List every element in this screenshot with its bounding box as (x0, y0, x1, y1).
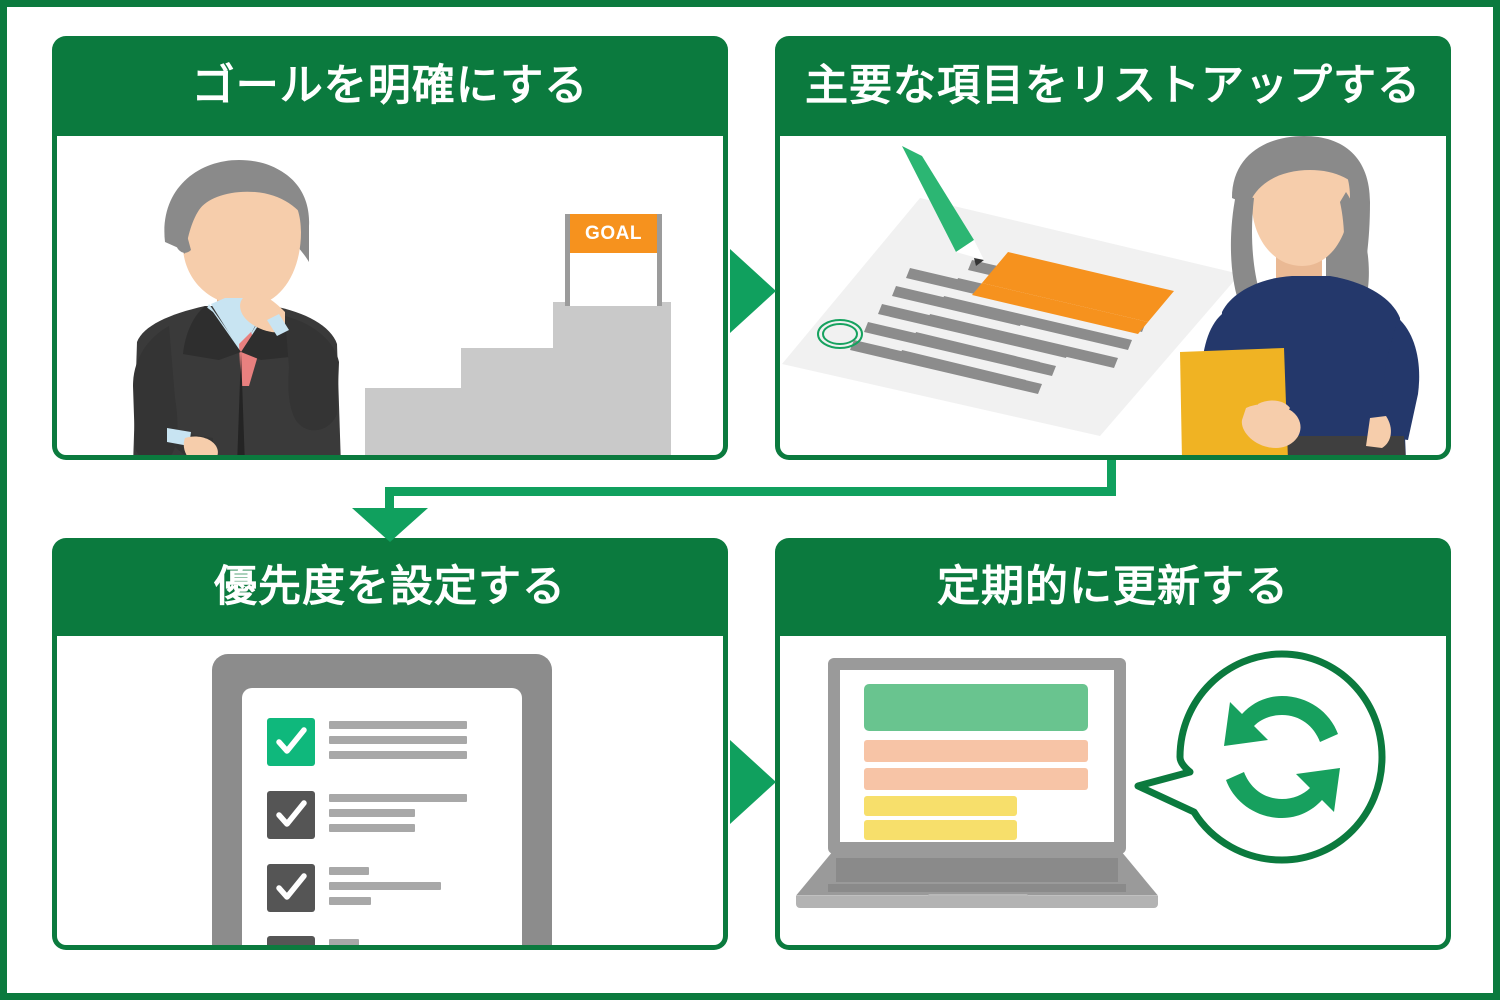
checklist-item-4-lines (329, 936, 359, 945)
laptop-base-shadow (796, 896, 1158, 908)
checklist-item-3-lines (329, 864, 441, 912)
checkbox-checked-green[interactable] (267, 718, 315, 766)
connector-arrow-step3-to-step4 (730, 740, 776, 824)
woman-illustration (1180, 136, 1420, 455)
screen-bar-peach-2 (864, 768, 1088, 790)
checkbox-checked-gray[interactable] (267, 936, 315, 945)
frame-border-bottom (0, 993, 1500, 1000)
connector-segment-vertical-right (1107, 460, 1116, 496)
laptop-keyboard (836, 858, 1118, 882)
step-1-header: ゴールを明確にする (52, 36, 728, 136)
stair-step-3 (553, 302, 671, 455)
step-2-title: 主要な項目をリストアップする (805, 61, 1421, 110)
step-1-title: ゴールを明確にする (191, 61, 589, 110)
checklist-item-2[interactable] (267, 791, 467, 839)
connector-arrow-step2-to-step3 (352, 508, 428, 542)
checklist-item-1[interactable] (267, 718, 467, 766)
step-3-title: 優先度を設定する (214, 562, 566, 611)
goal-sign-banner: GOAL (570, 214, 657, 253)
checkbox-checked-gray[interactable] (267, 864, 315, 912)
screen-bar-peach-1 (864, 740, 1088, 762)
frame-border-right (1493, 0, 1500, 1000)
checklist-item-3[interactable] (267, 864, 441, 912)
laptop-illustration (788, 646, 1168, 945)
step-panel-4[interactable]: 定期的に更新する (775, 538, 1451, 950)
step-4-header: 定期的に更新する (775, 538, 1451, 636)
checklist-item-1-lines (329, 718, 467, 766)
refresh-speech-bubble (1134, 650, 1386, 864)
screen-bar-green (864, 684, 1088, 731)
step-1-illustration: GOAL (52, 136, 728, 460)
step-2-header: 主要な項目をリストアップする (775, 36, 1451, 136)
refresh-sync-icon (1224, 696, 1340, 818)
connector-arrow-step1-to-step2 (730, 249, 776, 333)
checklist-item-4[interactable] (267, 936, 359, 945)
screen-bar-yellow-1 (864, 796, 1017, 816)
step-3-illustration (52, 636, 728, 950)
screen-bar-yellow-2 (864, 820, 1017, 840)
step-panel-1[interactable]: ゴールを明確にする GOAL (52, 36, 728, 460)
laptop-keyboard-edge (828, 884, 1126, 892)
checkbox-checked-gray[interactable] (267, 791, 315, 839)
step-panel-3[interactable]: 優先度を設定する (52, 538, 728, 950)
goal-sign-label: GOAL (585, 222, 642, 244)
frame-border-left (0, 0, 7, 1000)
step-2-illustration (775, 136, 1451, 460)
businessman-illustration (133, 160, 341, 455)
step-4-illustration (775, 636, 1451, 950)
checklist-item-2-lines (329, 791, 467, 839)
step-3-header: 優先度を設定する (52, 538, 728, 636)
frame-border-top (0, 0, 1500, 7)
connector-segment-horizontal (385, 487, 1116, 496)
step-panel-2[interactable]: 主要な項目をリストアップする (775, 36, 1451, 460)
step-4-title: 定期的に更新する (937, 562, 1289, 611)
connector-segment-vertical-left (385, 487, 394, 511)
document-illustration (782, 146, 1240, 436)
